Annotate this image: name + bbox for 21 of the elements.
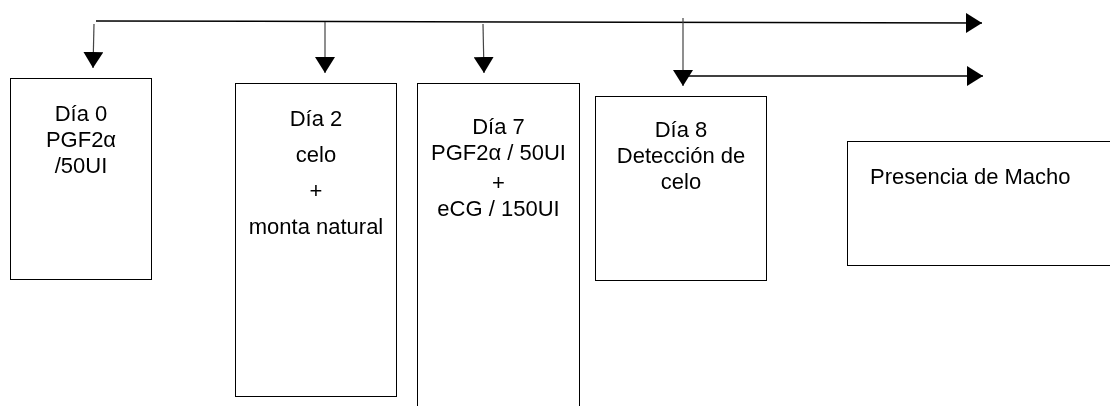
step-text: + (309, 178, 323, 204)
step-text: Detección de celo (615, 143, 747, 195)
arrow (83, 23, 104, 69)
step-text: Día 0 PGF2α /50UI (44, 101, 118, 179)
step-box (847, 141, 1110, 266)
arrow (473, 23, 494, 74)
step-text: Presencia de Macho (870, 164, 1071, 190)
step-box (417, 83, 580, 406)
step-box (235, 83, 397, 397)
step-text: Día 2 (289, 106, 343, 132)
step-text: Día 8 (654, 117, 708, 143)
step-text: Día 7 (472, 114, 525, 140)
arrow (315, 21, 335, 74)
step-text: eCG / 150UI (437, 196, 560, 222)
arrow (673, 17, 693, 87)
step-box (10, 78, 152, 280)
step-text: + (492, 170, 505, 196)
step-text: celo (295, 142, 337, 168)
step-text: PGF2α / 50UI (431, 140, 566, 166)
step-text: monta natural (248, 214, 384, 240)
step-box (595, 96, 767, 281)
